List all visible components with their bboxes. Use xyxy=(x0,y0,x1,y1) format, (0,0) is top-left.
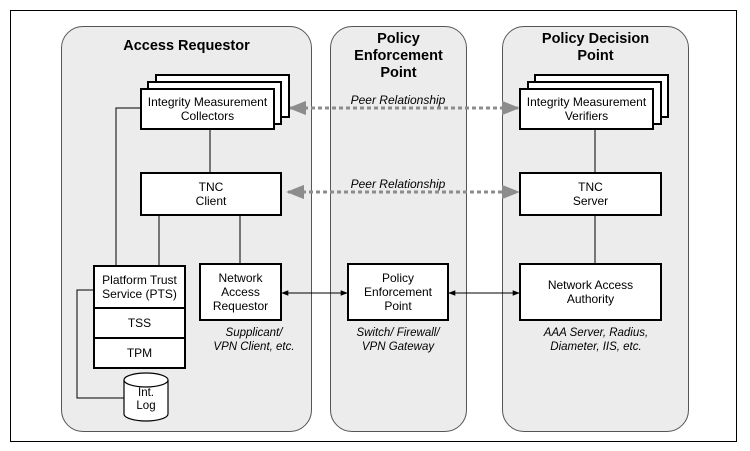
imc-label: Integrity Measurement Collectors xyxy=(147,95,268,123)
tss-box: TSS xyxy=(93,307,186,339)
imv-box: Integrity Measurement Verifiers xyxy=(519,88,654,130)
peer-relationship-label-1: Peer Relationship xyxy=(350,93,446,107)
access-requestor-title: Access Requestor xyxy=(123,38,250,54)
naa-box: Network Access Authority xyxy=(519,263,662,321)
pep-box: Policy Enforcement Point xyxy=(347,263,449,321)
pts-box: Platform Trust Service (PTS) xyxy=(93,265,186,309)
tpm-box: TPM xyxy=(93,337,186,369)
tnc-server-box: TNC Server xyxy=(519,172,662,216)
imv-label: Integrity Measurement Verifiers xyxy=(526,95,647,123)
int-log-label: Int. Log xyxy=(136,387,156,412)
tnc-server-label: TNC Server xyxy=(572,180,609,208)
pep-note: Switch/ Firewall/ VPN Gateway xyxy=(356,327,440,353)
peer-relationship-label-2: Peer Relationship xyxy=(350,177,446,191)
policy-enforcement-point-title: Policy Enforcement Point xyxy=(354,31,443,81)
tnc-client-box: TNC Client xyxy=(140,172,282,216)
nar-note: Supplicant/ VPN Client, etc. xyxy=(213,327,295,353)
int-log-cylinder xyxy=(123,372,169,422)
naa-note: AAA Server, Radius, Diameter, IIS, etc. xyxy=(543,327,649,353)
naa-label: Network Access Authority xyxy=(547,278,634,306)
nar-box: Network Access Requestor xyxy=(199,263,282,321)
policy-decision-point-title: Policy Decision Point xyxy=(541,31,650,64)
line-pts-to-int-log xyxy=(76,289,124,399)
tpm-label: TPM xyxy=(126,346,153,360)
pts-label: Platform Trust Service (PTS) xyxy=(102,273,177,301)
tnc-client-label: TNC Client xyxy=(195,180,227,208)
line-imc-to-pts xyxy=(115,107,140,265)
pep-label: Policy Enforcement Point xyxy=(363,271,433,313)
imc-box: Integrity Measurement Collectors xyxy=(140,88,275,130)
nar-label: Network Access Requestor xyxy=(212,271,269,313)
tss-label: TSS xyxy=(127,316,152,330)
panel-policy-enforcement-point xyxy=(330,26,467,432)
